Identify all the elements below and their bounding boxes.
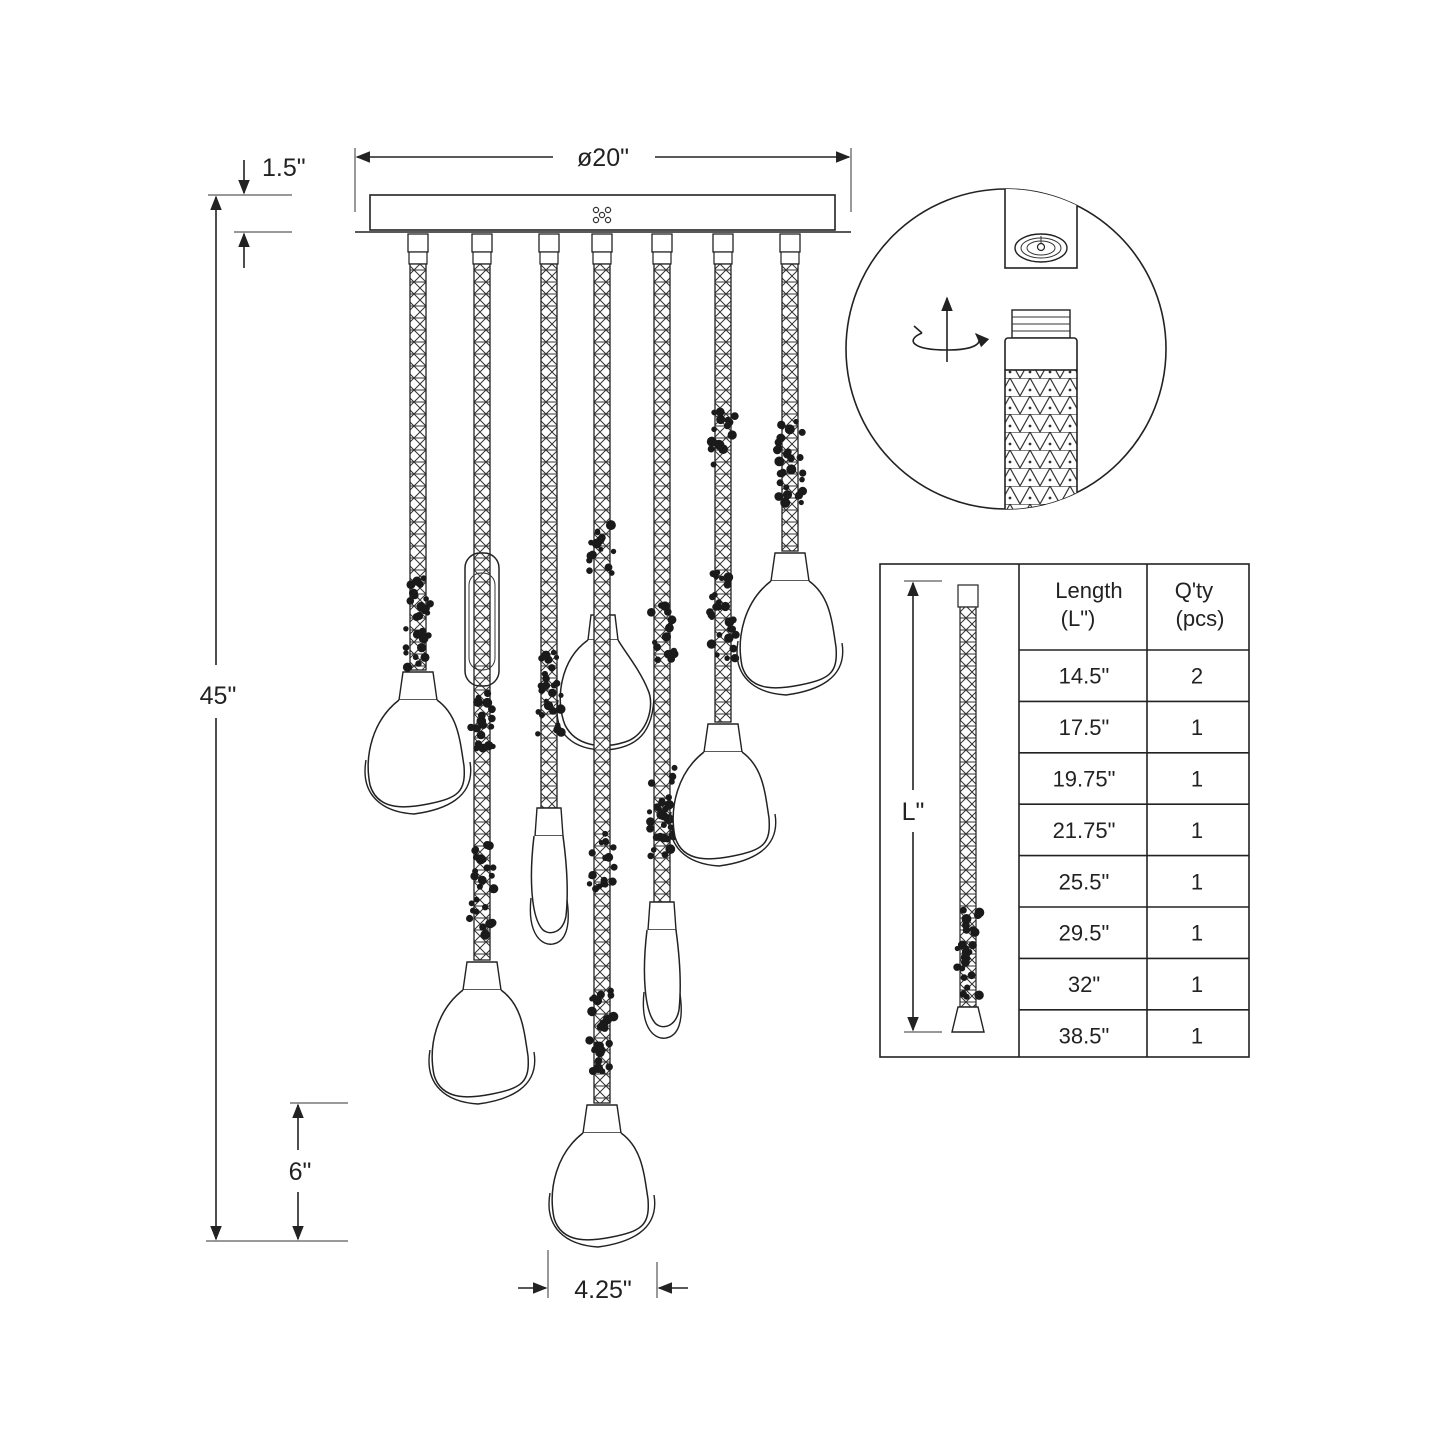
length-cell: 14.5" [1059,664,1110,689]
sample-pendant [951,584,985,1033]
qty-cell: 1 [1191,767,1203,792]
shade-width-label: 4.25" [574,1276,632,1304]
qty-cell: 1 [1191,1024,1203,1049]
pendant [529,233,569,945]
qty-cell: 1 [1191,869,1203,894]
crystal-cluster [535,649,566,737]
length-cell: 21.75" [1053,818,1116,843]
length-cell: 29.5" [1059,921,1110,946]
table-row: 17.5" 1 [1059,715,1203,740]
shade-height-label: 6" [289,1158,312,1186]
length-cell: 38.5" [1059,1024,1110,1049]
crystal-cluster [706,407,739,468]
length-cell: 19.75" [1053,767,1116,792]
pendants [364,233,844,1248]
table-row: 19.75" 1 [1053,767,1204,792]
rotate-arrows-icon [912,296,990,362]
crystal-cluster [466,841,499,940]
table-row: 21.75" 1 [1053,818,1204,843]
shade-width-dimension: 4.25" [518,1250,688,1304]
qty-cell: 1 [1191,818,1203,843]
crystal-cluster [467,689,496,753]
crystal-cluster [586,520,617,576]
table-row: 38.5" 1 [1059,1024,1203,1049]
crystal-cluster [647,601,679,664]
crystal-cluster [773,418,807,508]
pendant [548,233,656,1248]
canopy [355,194,851,233]
canopy-height-label: 1.5" [262,154,306,182]
qty-cell: 1 [1191,921,1203,946]
crystal-cluster [585,987,619,1075]
header-length: Length (L") [1055,578,1128,631]
overall-height-dimension: 45" [200,195,348,1242]
logo-icon [592,206,612,224]
connector-detail [845,188,1167,510]
table-row: 14.5" 2 [1059,664,1203,689]
pendant [364,233,472,815]
shade-height-dimension: 6" [289,1102,348,1241]
qty-cell: 1 [1191,972,1203,997]
crystal-cluster [586,830,618,893]
qty-cell: 2 [1191,664,1203,689]
overall-height-label: 45" [200,682,237,710]
canopy-diameter-label: ø20" [577,144,629,172]
crystal-cluster [706,569,740,663]
pendant [642,233,682,1039]
pendant [736,233,844,696]
crystal-cluster [953,906,985,1000]
qty-cell: 1 [1191,715,1203,740]
canopy-height-dimension: 1.5" [208,154,306,268]
length-cell: 25.5" [1059,869,1110,894]
table-row: 32" 1 [1068,972,1203,997]
crystal-cluster [646,764,679,860]
table-row: 25.5" 1 [1059,869,1203,894]
canopy-diameter-dimension: ø20" [354,144,852,212]
length-cell: 17.5" [1059,715,1110,740]
length-cell: 32" [1068,972,1100,997]
length-table: L" Length (L") Q'ty (pcs) 14.5"217.5"119… [879,563,1250,1058]
pendant [428,233,536,1105]
header-qty: Q'ty (pcs) [1175,578,1225,631]
length-dimension: L" [902,580,942,1033]
crystal-cluster [402,575,434,672]
table-row: 29.5" 1 [1059,921,1203,946]
pendant [669,233,777,867]
length-dimension-label: L" [902,798,925,826]
